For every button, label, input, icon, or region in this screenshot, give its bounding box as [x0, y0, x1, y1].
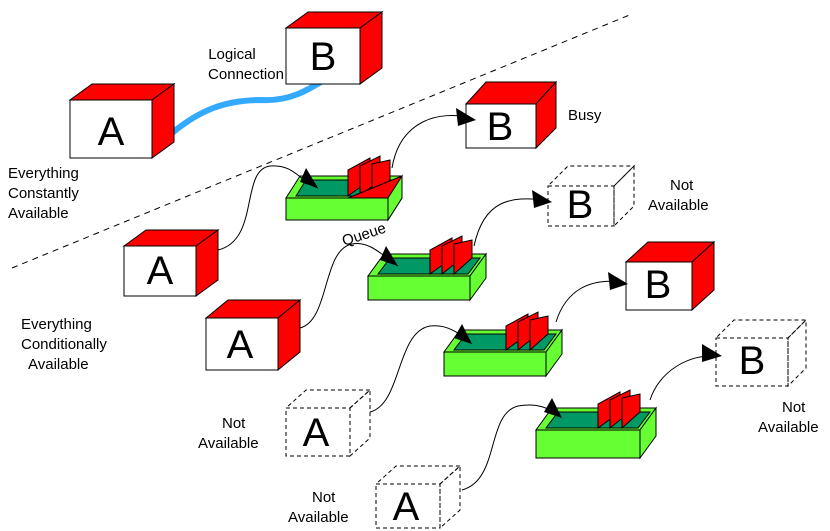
scenario-3: A Not Available B: [198, 240, 716, 458]
top-node-b-label: B: [310, 35, 337, 79]
scenario-4: A Not Available B Not Available: [288, 318, 819, 530]
top-caption-1: Everything: [8, 165, 79, 182]
s2-b-status-2: Available: [648, 197, 709, 214]
top-caption-2: Constantly: [8, 185, 79, 202]
scenario-2: A B Not Available: [204, 164, 709, 372]
s2-node-b-label: B: [567, 183, 594, 227]
divider-line: [11, 13, 633, 269]
s3-a-status-2: Available: [198, 435, 259, 452]
top-node-a: A: [68, 83, 176, 159]
connection-label: Connection: [208, 66, 284, 83]
s4-a-status-2: Available: [288, 509, 349, 526]
bottom-caption-2: Conditionally: [21, 336, 107, 353]
s4-node-a-label: A: [393, 485, 420, 529]
top-caption-3: Available: [8, 205, 69, 222]
s4-b-status-2: Available: [758, 419, 819, 436]
s1-busy-label: Busy: [568, 107, 602, 124]
s4-node-b-label: B: [739, 339, 766, 383]
logical-label: Logical: [208, 46, 256, 63]
s4-b-status-1: Not: [782, 399, 806, 416]
s1-node-a-label: A: [147, 249, 174, 293]
top-node-a-label: A: [98, 110, 125, 154]
s1-node-b-label: B: [487, 105, 514, 149]
s2-node-a-label: A: [227, 323, 254, 367]
s4-a-status-1: Not: [312, 489, 336, 506]
top-node-b: B: [284, 11, 384, 85]
s3-a-status-1: Not: [222, 415, 246, 432]
scenario-1: A B Busy Queue: [122, 80, 602, 297]
s3-node-b-label: B: [645, 263, 672, 307]
s2-b-status-1: Not: [670, 177, 694, 194]
bottom-caption-1: Everything: [21, 316, 92, 333]
s3-node-a-label: A: [303, 411, 330, 455]
bottom-caption-3: Available: [28, 356, 89, 373]
